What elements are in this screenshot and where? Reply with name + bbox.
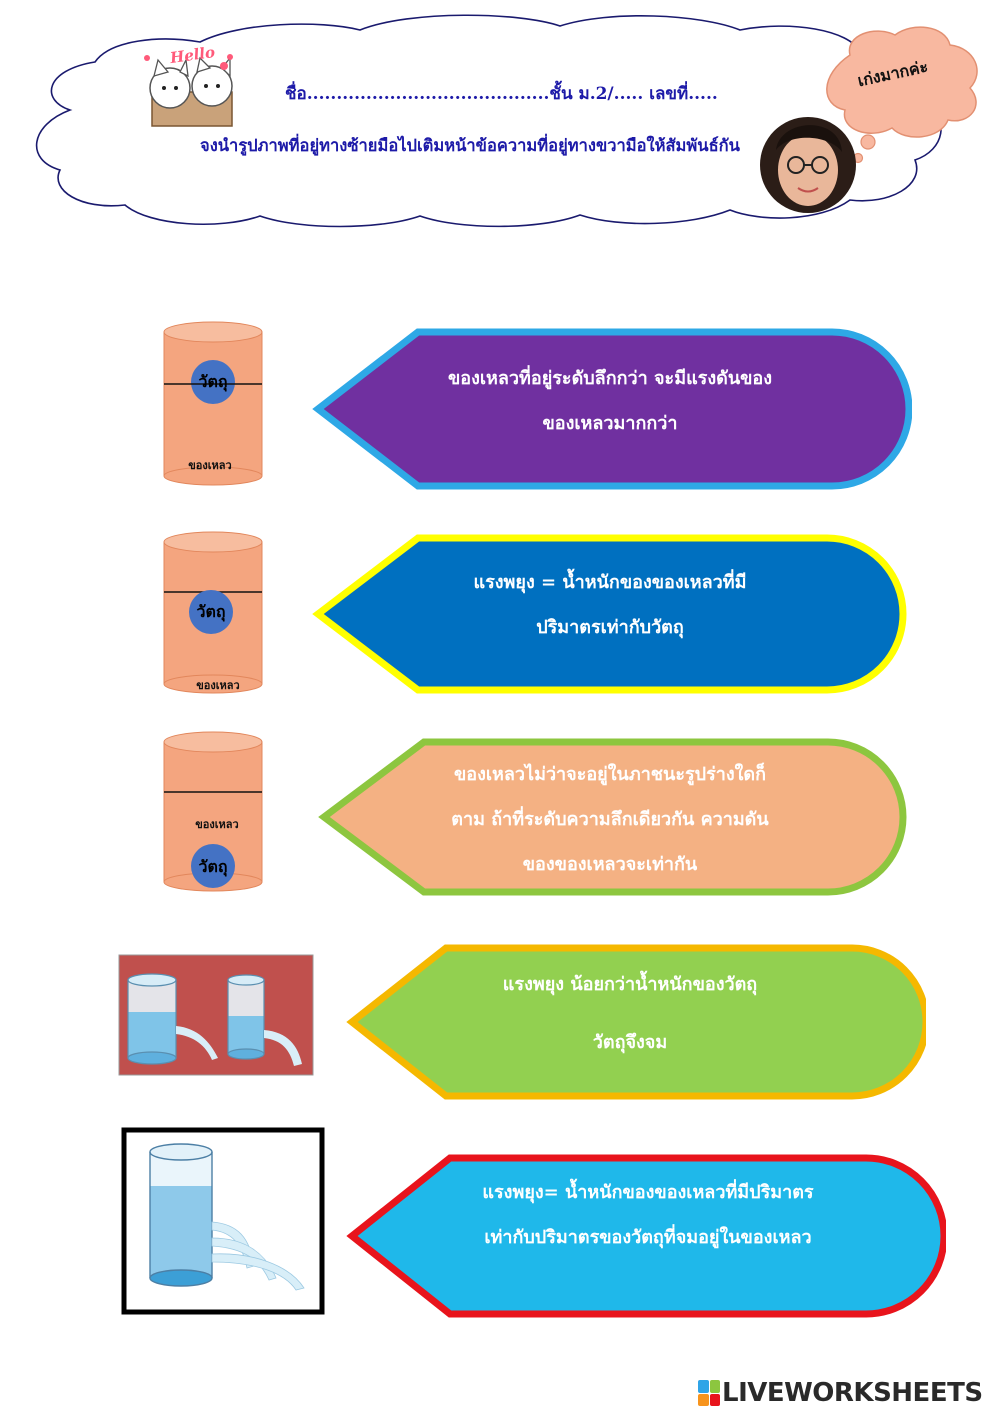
liquid-label: ของเหลว [195,818,239,831]
student-name-line: ชื่อ....................................… [285,84,718,104]
liquid-label: ของเหลว [188,459,232,472]
brand-name: LIVEWORKSHEETS [722,1378,983,1408]
praise-badge [826,26,978,164]
answer-arrow-3[interactable] [318,738,908,896]
instruction-text: จงนำรูปภาพที่อยู่ทางซ้ายมือไปเติมหน้าข้อ… [200,136,740,155]
two-cans-water-jet-picture[interactable] [118,954,314,1076]
arrow-5-line-1: แรงพยุง= น้ำหนักของของเหลวที่มีปริมาตร [482,1182,814,1203]
object-label: วัตถุ [198,857,228,876]
arrow-3-line-1: ของเหลวไม่ว่าจะอยู่ในภาชนะรูปร่างใดก็ [453,764,767,785]
arrow-3-line-3: ของของเหลวจะเท่ากัน [522,854,698,875]
arrow-3-line-2: ตาม ถ้าที่ระดับความลึกเดียวกัน ความดัน [451,809,769,830]
arrow-2-line-1: แรงพยุง = น้ำหนักของของเหลวที่มี [473,572,747,593]
hello-cats-sticker [144,54,233,127]
object-label: วัตถุ [196,602,226,621]
answer-arrow-5[interactable] [346,1154,946,1318]
header-cloud [35,14,978,228]
arrow-5-line-2: เท่ากับปริมาตรของวัตถุที่จมอยู่ในของเหลว [484,1227,812,1248]
liveworksheets-logo-icon [698,1380,720,1406]
arrow-1-line-1: ของเหลวที่อยู่ระดับลึกกว่า จะมีแรงดันของ [447,368,773,389]
cylinder-object-sinking[interactable] [150,724,280,894]
can-three-water-jets-picture[interactable] [120,1126,326,1316]
answer-arrow-1[interactable] [312,328,912,490]
arrow-4-line-2: วัตถุจึงจม [592,1032,668,1053]
liquid-label: ของเหลว [196,679,240,692]
liveworksheets-logo[interactable]: LIVEWORKSHEETS [698,1377,983,1409]
cylinder-object-suspended[interactable] [150,524,280,694]
arrow-1-line-2: ของเหลวมากกว่า [542,413,678,434]
arrow-2-line-2: ปริมาตรเท่ากับวัตถุ [536,617,684,638]
cylinder-object-floating[interactable] [150,318,280,488]
object-label: วัตถุ [198,372,228,391]
answer-arrow-2[interactable] [312,534,912,694]
arrow-4-line-1: แรงพยุง น้อยกว่าน้ำหนักของวัตถุ [502,974,758,995]
answer-arrow-4[interactable] [346,944,926,1100]
teacher-avatar [760,117,856,213]
